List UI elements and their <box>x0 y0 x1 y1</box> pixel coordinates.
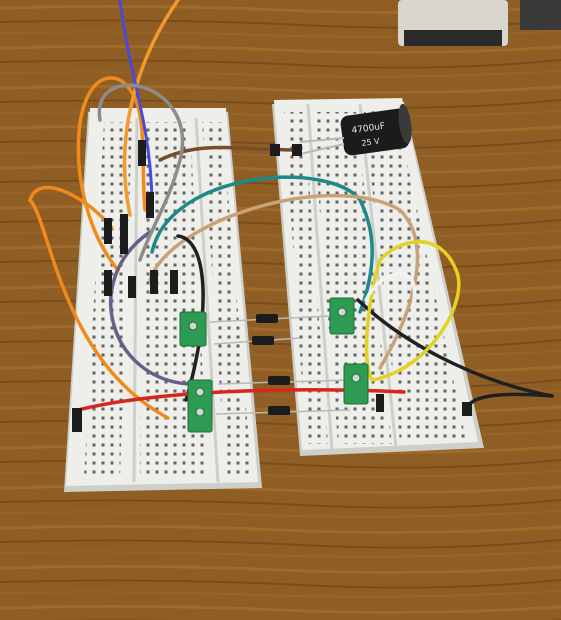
background-box-base <box>404 30 502 46</box>
capacitor-voltage-label: 25 V <box>361 136 381 148</box>
screw-terminals <box>179 297 369 433</box>
orange-wire-3 <box>27 185 170 420</box>
white-wire <box>364 271 417 302</box>
brown-wire <box>158 145 302 162</box>
tan-wire <box>148 194 420 370</box>
left-breadboard <box>64 108 262 492</box>
black-wire-2 <box>356 298 554 398</box>
blue-wire <box>118 0 154 202</box>
header-pins <box>72 140 472 432</box>
electrolytic-capacitor: 4700uF 25 V <box>299 103 412 156</box>
yellow-wire <box>364 240 461 382</box>
background-object <box>520 0 561 30</box>
grey-wire <box>97 83 185 262</box>
teal-wire <box>150 175 374 314</box>
black-wire-1 <box>176 234 205 402</box>
capacitor-value-label: 4700uF <box>351 122 386 137</box>
diodes <box>209 314 351 415</box>
purple-wire <box>109 230 192 386</box>
